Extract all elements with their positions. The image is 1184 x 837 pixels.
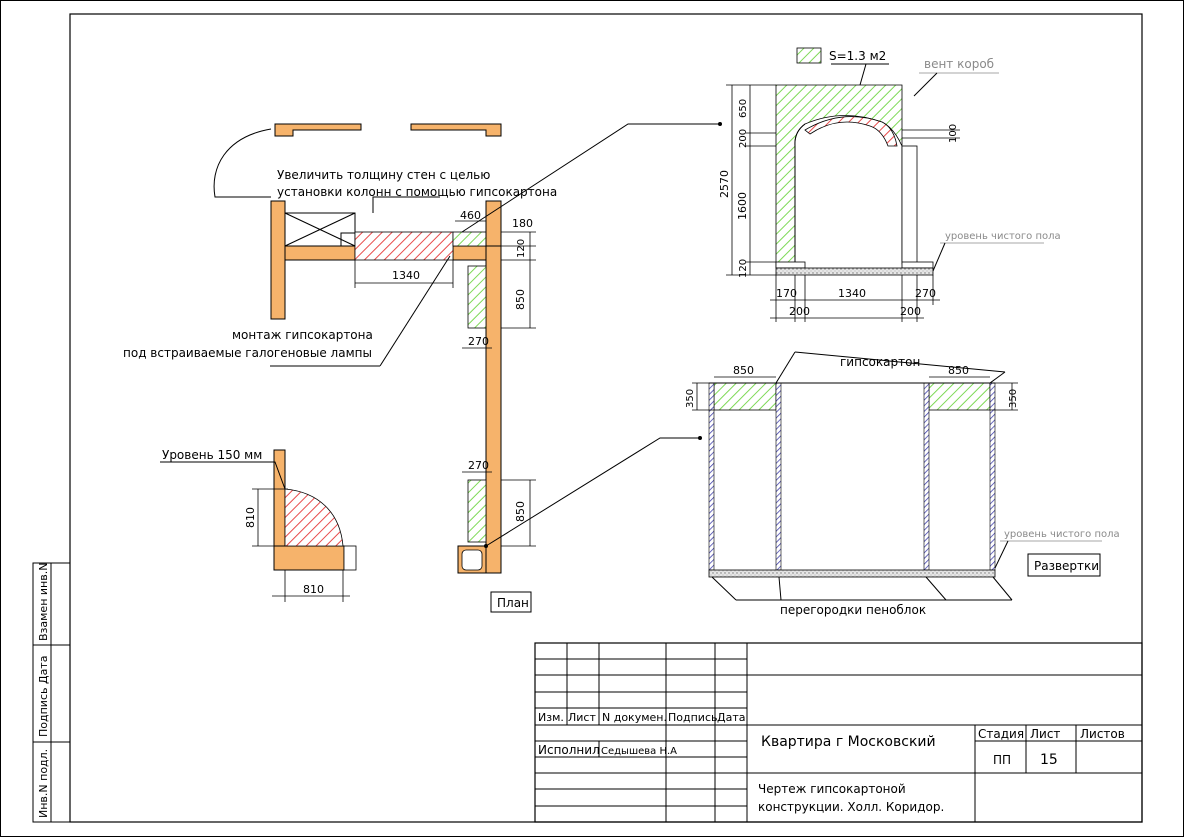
dim-200-h-left: 200 (789, 305, 810, 318)
title-block: Изм. Лист N докумен. Подпись Дата Исполн… (534, 642, 1143, 823)
note-lamps-line-2: под встраиваемые галогеновые лампы (123, 346, 372, 360)
door-swing-arc (213, 128, 272, 198)
stamp-inv-orig: Инв.N подл. (37, 749, 50, 818)
description-line-1: Чертеж гипсокартоной (758, 782, 906, 796)
unfold-view: гипсокартон 850 850 350 350 уровень чист… (485, 351, 1120, 617)
drywall-column-top (452, 231, 487, 247)
stamp-inv-sub: Взамен инв.N (37, 563, 50, 641)
col-date: Дата (717, 711, 745, 724)
elevation-view: S=1.3 м2 вент короб 2570 650 200 1600 12… (718, 47, 1061, 322)
dim-850-unfold-left: 850 (733, 364, 754, 377)
dim-1340: 1340 (392, 269, 420, 282)
cabinet-box (284, 212, 356, 247)
dim-270-a: 270 (468, 335, 489, 348)
ceiling-level-zone (284, 488, 344, 547)
drywall-column-1 (467, 265, 487, 329)
col-doc: N докумен. (602, 711, 667, 724)
note-walls-line-2: установки колонн с помощью гипсокартона (277, 185, 557, 199)
vent-label: вент короб (924, 57, 994, 71)
dim-650: 650 (738, 99, 749, 118)
dim-460: 460 (460, 209, 481, 222)
dim-200-v: 200 (738, 129, 749, 148)
unfold-label-box (1027, 553, 1101, 577)
col-sign: Подпись (668, 711, 717, 724)
wall-left (270, 200, 286, 320)
drywall-cap-right (928, 382, 991, 411)
dim-350-right: 350 (1008, 389, 1019, 408)
dim-350-left: 350 (685, 389, 696, 408)
dim-850-unfold-right: 850 (948, 364, 969, 377)
partition-post-1 (708, 382, 715, 571)
description-line-2: конструкции. Холл. Коридор. (758, 800, 944, 814)
top-wall-left (274, 123, 362, 137)
project-name: Квартира г Московский (761, 734, 936, 750)
dim-120: 120 (516, 239, 527, 258)
dim-850-b: 850 (514, 501, 527, 522)
note-walls-line-1: Увеличить толщину стен с целью (277, 168, 490, 182)
level-detail: 810 810 Уровень 150 мм (160, 448, 357, 602)
performer-role: Исполнил (538, 743, 600, 757)
partition-post-4 (989, 382, 996, 571)
sheet-value: 15 (1040, 752, 1058, 768)
drywall-cap-left (713, 382, 777, 411)
col-izm: Изм. (538, 711, 564, 724)
partition-post-2 (775, 382, 782, 571)
vent-box (901, 145, 918, 265)
elevation-floor-label: уровень чистого пола (945, 231, 1061, 242)
performer-name: Седышева Н.А (601, 746, 677, 757)
partitions-label: перегородки пеноблок (780, 603, 926, 617)
plan-view: 460 180 120 850 1340 270 270 850 Увеличи… (123, 122, 722, 613)
sheets-header: Листов (1080, 727, 1125, 741)
unfold-label: Развертки (1034, 559, 1099, 573)
drywall-lamp-zone (354, 231, 454, 261)
dim-1340-h: 1340 (838, 287, 866, 300)
plan-label: План (497, 596, 529, 610)
stage-header: Стадия (978, 727, 1024, 741)
wall-beam-right (452, 245, 487, 261)
legend-swatch (796, 47, 822, 64)
dim-2570: 2570 (718, 170, 731, 198)
drywall-column-2 (467, 479, 487, 543)
side-stamp: Взамен инв.N Подпись Дата Инв.N подл. (32, 562, 71, 823)
dim-200-h-right: 200 (900, 305, 921, 318)
level-label: Уровень 150 мм (162, 448, 262, 462)
plan-label-box (490, 591, 532, 613)
unfold-floor (708, 569, 996, 578)
dim-100: 100 (948, 124, 959, 143)
legend-area: S=1.3 м2 (829, 49, 886, 63)
col-list: Лист (568, 711, 596, 724)
dim-850-a: 850 (514, 289, 527, 310)
dim-810-horizontal: 810 (303, 583, 324, 596)
dim-810-vertical: 810 (244, 507, 257, 528)
sheet-header: Лист (1030, 727, 1060, 741)
dim-170: 170 (776, 287, 797, 300)
wall-beam-left (284, 245, 356, 261)
note-lamps-line-1: монтаж гипсокартона (232, 328, 373, 342)
dim-120-v: 120 (738, 259, 749, 278)
stamp-sign-date: Подпись Дата (37, 656, 50, 737)
dim-180: 180 (512, 217, 533, 230)
unfold-floor-label: уровень чистого пола (1004, 529, 1120, 540)
dim-270-h: 270 (915, 287, 936, 300)
dim-270-b: 270 (468, 459, 489, 472)
stage-value: ПП (993, 753, 1011, 767)
top-wall-right (410, 123, 502, 137)
arch-lamp-band (804, 116, 898, 147)
partition-post-3 (923, 382, 930, 571)
dim-1600: 1600 (736, 192, 749, 220)
wall-right (485, 200, 502, 574)
elevation-floor (775, 267, 934, 276)
